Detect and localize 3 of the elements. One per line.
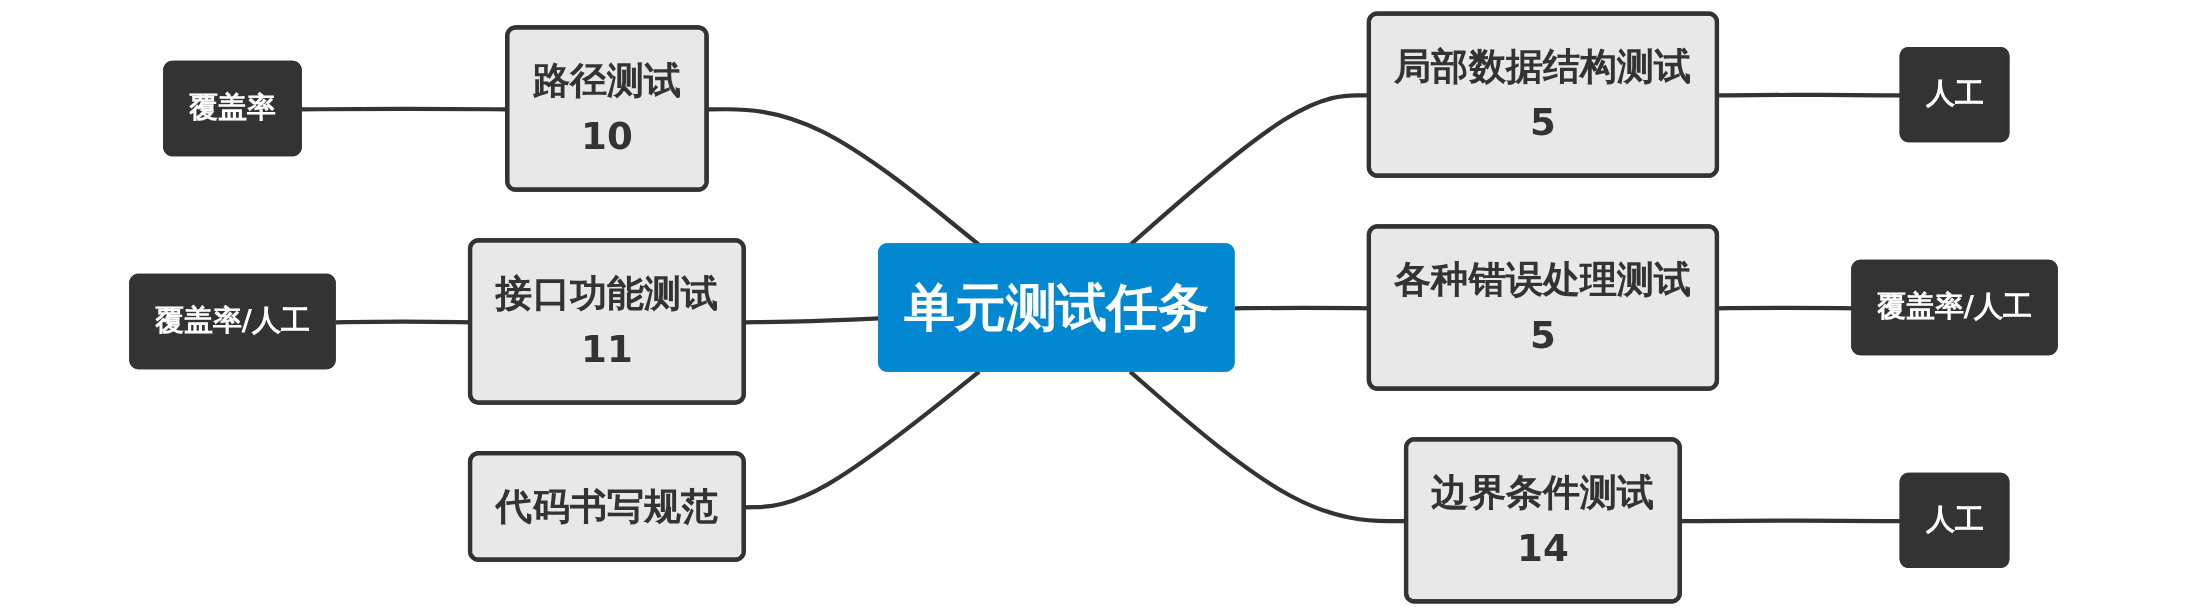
connector	[1234, 305, 1370, 311]
connector	[1717, 305, 1853, 311]
connector	[744, 370, 981, 510]
